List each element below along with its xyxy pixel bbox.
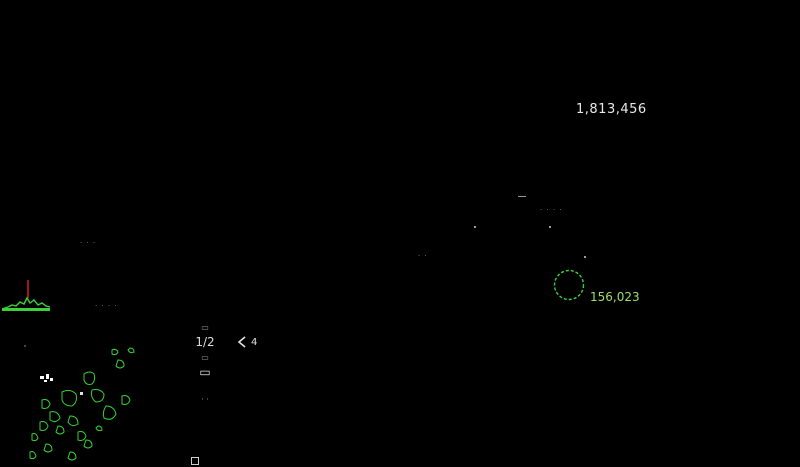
signal-wave-icon (2, 280, 50, 311)
chevron-left-icon (237, 336, 246, 348)
hud-marker-a: · · · (80, 239, 97, 247)
selector-button[interactable]: 4 (237, 336, 257, 348)
map-toggle-button[interactable] (191, 457, 199, 465)
control-line-1[interactable]: ▭ (201, 323, 209, 332)
control-line-3[interactable]: ▭ (201, 353, 209, 362)
hud-marker-b: · · · · (95, 302, 118, 310)
hud-dot (474, 226, 476, 228)
minimap-icon[interactable] (22, 340, 152, 467)
hud-marker-d: · · (418, 252, 428, 260)
control-line-2[interactable]: 1/2 (195, 335, 215, 349)
selector-value: 4 (251, 336, 258, 348)
hud-dot (518, 196, 526, 197)
score-display: 1,813,456 (576, 102, 647, 117)
target-ring-icon[interactable] (553, 269, 585, 301)
control-extra: · · (201, 395, 209, 404)
hud-marker-c: · · · · (540, 206, 563, 214)
credits-display: 156,023 (590, 290, 640, 304)
hud-dot (584, 256, 586, 258)
hud-dot (549, 226, 551, 228)
control-line-4[interactable]: ▭ (199, 365, 211, 379)
control-stack: ▭ 1/2 ▭ ▭ · · (185, 320, 225, 407)
